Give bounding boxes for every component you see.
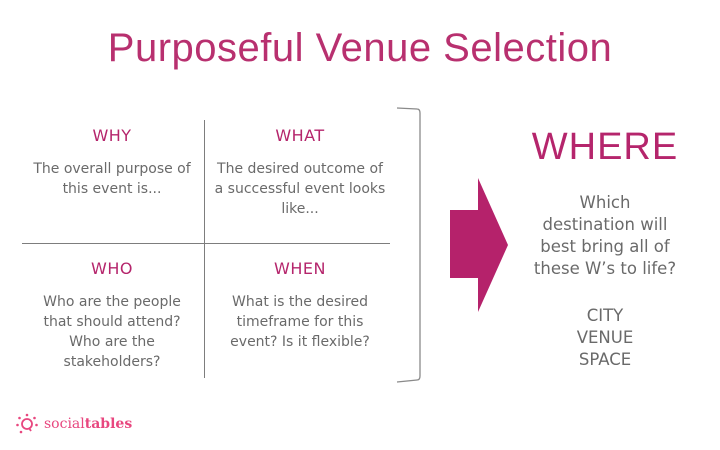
quadrant-body: Who are the people that should attend? W…: [43, 294, 181, 370]
page-title: Purposeful Venue Selection: [107, 26, 613, 70]
logo-text: socialtables: [44, 416, 133, 432]
quadrant-who: WHO Who are the people that should atten…: [22, 259, 202, 372]
where-heading: WHERE: [531, 126, 679, 168]
right-arrow-icon: [450, 178, 508, 312]
quadrant-heading: WHEN: [274, 259, 326, 278]
where-options: CITY VENUE SPACE: [505, 305, 705, 371]
quadrant-heading: WHY: [92, 126, 132, 145]
option-space: SPACE: [578, 350, 632, 369]
right-bracket-icon: [396, 107, 421, 383]
quadrant-body: The overall purpose of this event is...: [33, 161, 191, 197]
quadrant-when: WHEN What is the desired timeframe for t…: [206, 259, 394, 352]
quadrant-body: What is the desired timeframe for this e…: [230, 294, 370, 350]
quadrant-why: WHY The overall purpose of this event is…: [22, 126, 202, 199]
socialtables-logo: socialtables: [16, 413, 132, 435]
grid-vertical-divider: [204, 120, 205, 378]
quadrant-heading: WHAT: [275, 126, 325, 145]
sun-chat-bubble-icon: [16, 413, 38, 434]
quadrant-heading: WHO: [91, 259, 133, 278]
grid-horizontal-divider: [22, 243, 390, 244]
quadrant-body: The desired outcome of a successful even…: [214, 161, 386, 217]
option-venue: VENUE: [576, 328, 634, 347]
option-city: CITY: [586, 306, 624, 325]
quadrant-what: WHAT The desired outcome of a successful…: [206, 126, 394, 219]
where-question: Which destination will best bring all of…: [533, 193, 677, 278]
